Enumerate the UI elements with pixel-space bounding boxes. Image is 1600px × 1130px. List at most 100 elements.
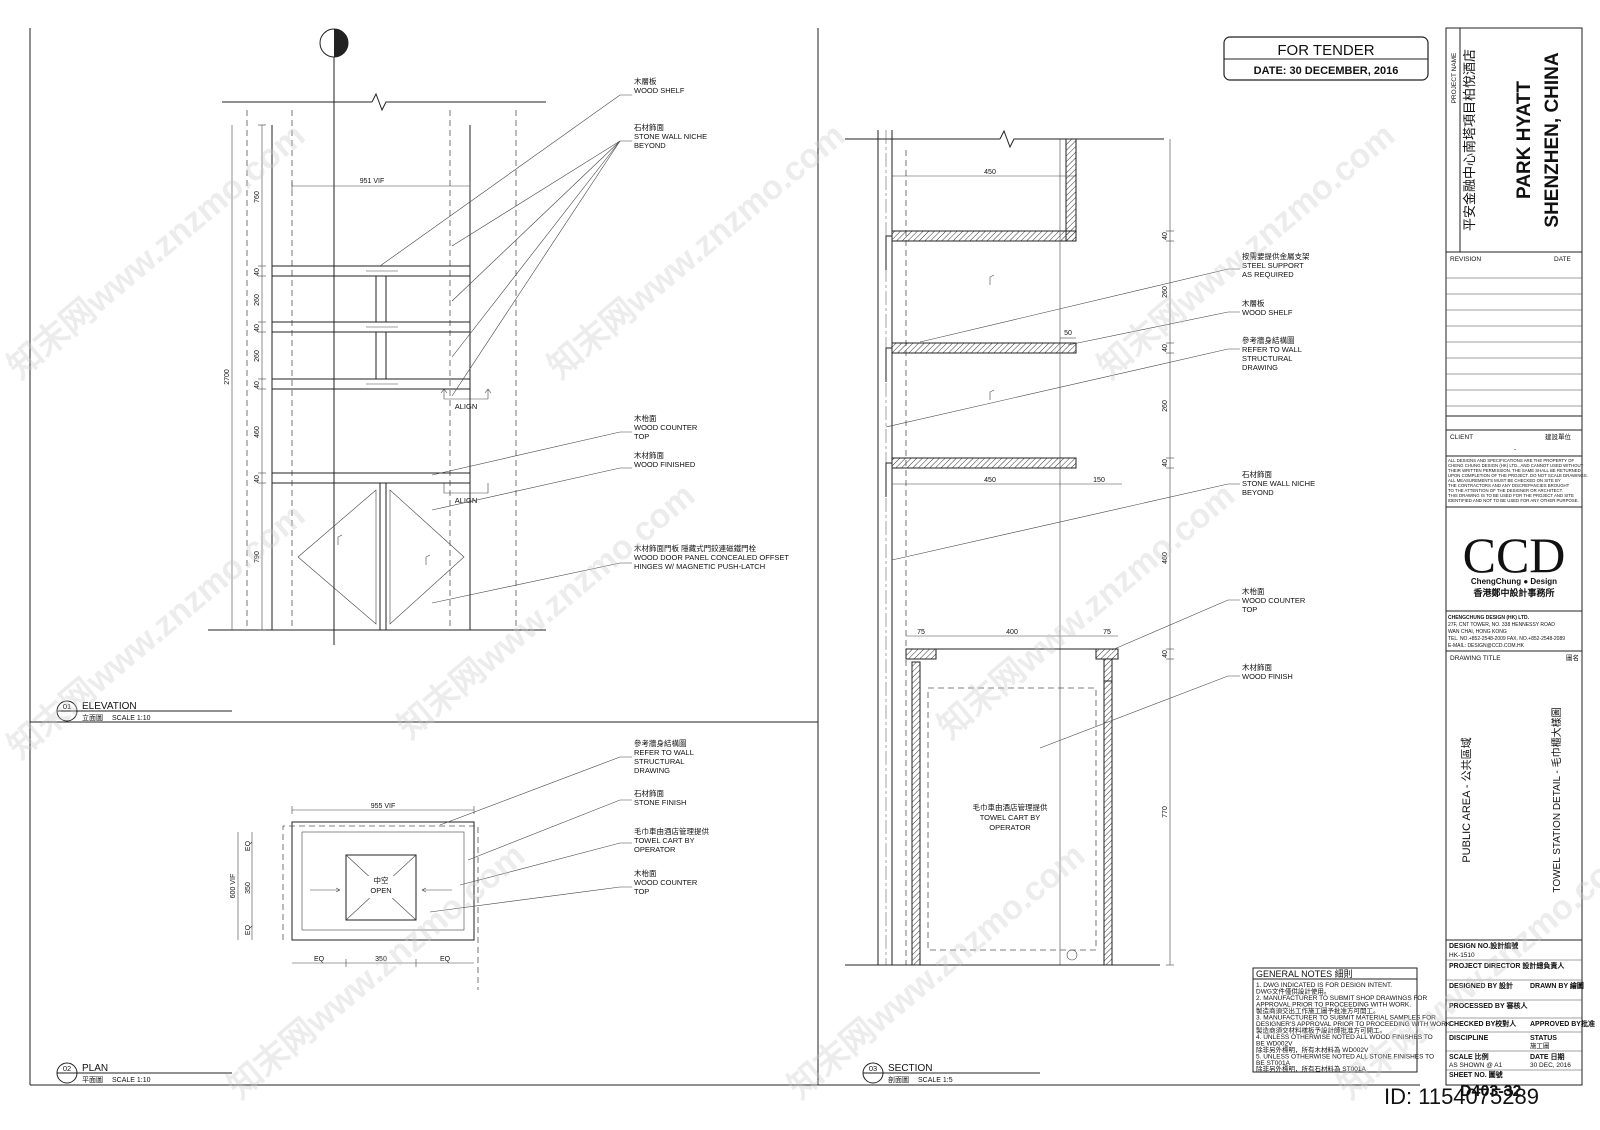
sec-dim-770: 770 <box>1162 806 1169 818</box>
elevation-subtitle: 立面圖 <box>82 713 103 722</box>
status-label: STATUS <box>1530 1035 1557 1042</box>
project-director-label: PROJECT DIRECTOR 設計總負責人 <box>1449 961 1565 970</box>
sec-dim-40d: 40 <box>1162 650 1169 658</box>
plan-subtitle: 平面圖 <box>82 1076 103 1084</box>
scale-value: AS SHOWN @ A1 <box>1449 1062 1503 1069</box>
company-line-2: WAN CHAI, HONG KONG <box>1448 629 1507 635</box>
gn-line-10: 除非另外標明，所有木材料為 WD002V <box>1256 1045 1369 1054</box>
client-zh: 建設單位 <box>1545 432 1572 441</box>
date-value: 30 DEC, 2016 <box>1530 1062 1571 1069</box>
section-marker-fill <box>334 29 348 57</box>
plan-number: 02 <box>63 1064 71 1073</box>
note-s1-en2: AS REQUIRED <box>1242 270 1294 279</box>
sec-dim-150: 150 <box>1093 477 1105 484</box>
note-s3-en2: STRUCTURAL <box>1242 354 1292 363</box>
note-p2-en: STONE FINISH <box>634 798 686 807</box>
gn-line-7: 製造商須交材料樣板予設計師批准方可開工。 <box>1256 1026 1386 1035</box>
disclaimer-0: ALL DESIGNS AND SPECIFICATIONS ARE THE P… <box>1448 458 1574 463</box>
company-line-1: 27F, CNT TOWER, NO. 338 HENNESSY ROAD <box>1448 622 1555 628</box>
note-p2-zh: 石材飾面 <box>634 788 664 798</box>
elevation-title: ELEVATION <box>82 701 137 712</box>
note-s3-zh: 參考牆身結構圖 <box>1242 335 1295 345</box>
leaders-elevation <box>379 94 632 604</box>
note-p3-zh: 毛巾車由酒店管理提供 <box>634 826 709 836</box>
disclaimer-7: THIS DRAWING IS TO BE USED FOR THE PROJE… <box>1448 493 1574 498</box>
note-e3-en2: TOP <box>634 432 649 441</box>
elevation-view: 951 VIF 2700 760 40 260 40 260 40 460 40… <box>56 28 789 722</box>
note-s5-en2: TOP <box>1242 605 1257 614</box>
section-subtitle: 剖面圖 <box>888 1075 909 1084</box>
disclaimer-1: CHENG CHUNG DESIGN (HK) LTD., AND CANNOT… <box>1448 463 1584 468</box>
discipline-label: DISCIPLINE <box>1449 1035 1489 1042</box>
disclaimer: ALL DESIGNS AND SPECIFICATIONS ARE THE P… <box>1448 458 1588 503</box>
gn-line-8: 4. UNLESS OTHERWISE NOTED ALL WOOD FINIS… <box>1256 1034 1433 1041</box>
note-s4-en2: BEYOND <box>1242 488 1274 497</box>
note-p3-en1: TOWEL CART BY <box>634 836 695 845</box>
note-p1-en3: DRAWING <box>634 766 670 775</box>
gn-line-9: BE WD002V <box>1256 1041 1293 1048</box>
section-title: SECTION <box>888 1063 932 1074</box>
note-s1-zh: 按需要提供金屬支架 <box>1242 251 1310 261</box>
section-number: 03 <box>869 1064 877 1073</box>
approved-by-label: APPROVED BY批准 <box>1530 1019 1595 1028</box>
company-logo-zh: 香港鄭中設計事務所 <box>1472 587 1554 598</box>
note-p4-zh: 木枱面 <box>634 868 657 878</box>
sec-dim-260b: 260 <box>1162 400 1169 412</box>
note-s4-en1: STONE WALL NICHE <box>1242 479 1315 488</box>
plan-scale: SCALE 1:10 <box>112 1077 151 1084</box>
note-s6-zh: 木材飾面 <box>1242 662 1272 672</box>
section-vertical-ticks <box>1166 230 1174 966</box>
dim-width: 951 VIF <box>360 178 385 185</box>
gn-line-5: 3. MANUFACTURER TO SUBMIT MATERIAL SAMPL… <box>1256 1015 1436 1022</box>
note-p4-en2: TOP <box>634 887 649 896</box>
note-s1-en1: STEEL SUPPORT <box>1242 261 1304 270</box>
sec-dim-460: 460 <box>1162 552 1169 564</box>
dim-790: 790 <box>254 551 261 563</box>
leaders-plan <box>429 756 632 913</box>
note-p1-en1: REFER TO WALL <box>634 748 694 757</box>
dim-40c: 40 <box>254 381 261 389</box>
note-e1-zh: 木層板 <box>634 76 657 86</box>
sec-dim-50: 50 <box>1064 330 1072 337</box>
section-cart-en1: TOWEL CART BY <box>980 813 1041 822</box>
section-scale: SCALE 1:5 <box>918 1077 953 1084</box>
revision-label: REVISION <box>1450 256 1481 263</box>
disclaimer-6: TO THE ATTENTION OF THE DESIGNER OR ARCH… <box>1448 488 1563 493</box>
date-label: DATE 日期 <box>1530 1052 1564 1061</box>
dim-40b: 40 <box>254 324 261 332</box>
gn-line-11: 5. UNLESS OTHERWISE NOTED ALL STONE FINI… <box>1256 1054 1434 1061</box>
gn-line-3: APPROVAL PRIOR TO PROCEEDING WITH WORK. <box>1256 1002 1411 1009</box>
elevation-number: 01 <box>63 702 71 711</box>
disclaimer-2: THEIR WRITTEN PERMISSION. THE SAME SHALL… <box>1448 468 1581 473</box>
drawing-area: PUBLIC AREA - 公共區域 <box>1460 737 1473 862</box>
plan-dim-350b: 350 <box>375 956 387 963</box>
watermark-4: 知末网www.znzmo.com <box>1 496 312 766</box>
gn-line-2: 2. MANUFACTURER TO SUBMIT SHOP DRAWINGS … <box>1256 995 1427 1002</box>
client-label: CLIENT <box>1450 434 1473 441</box>
dim-460: 460 <box>254 426 261 438</box>
dim-260b: 260 <box>254 350 261 362</box>
gn-line-0: 1. DWG INDICATED IS FOR DESIGN INTENT. <box>1256 982 1392 989</box>
plan-dim-width: 955 VIF <box>371 803 396 810</box>
revision-date-label: DATE <box>1554 256 1572 263</box>
sec-dim-40a: 40 <box>1162 232 1169 240</box>
section-view: 毛巾車由酒店管理提供 TOWEL CART BY OPERATOR 450 50… <box>845 129 1315 1084</box>
note-e4-zh: 木材飾面 <box>634 450 664 460</box>
gn-line-13: 除非另外標明，所有石材料為 ST001A <box>1256 1064 1366 1073</box>
note-e2-en1: STONE WALL NICHE <box>634 132 707 141</box>
note-e5-zh: 木材飾面門板 隱藏式門鉸連磁鐵門栓 <box>634 543 757 553</box>
drawing-name: TOWEL STATION DETAIL - 毛巾櫃大樣圖 <box>1550 707 1563 892</box>
note-p1-en2: STRUCTURAL <box>634 757 684 766</box>
dim-260a: 260 <box>254 294 261 306</box>
design-no: HK-1510 <box>1449 952 1475 959</box>
general-notes-title: GENERAL NOTES 細則 <box>1256 968 1353 979</box>
sec-dim-450b: 450 <box>984 477 996 484</box>
revision-rows <box>1446 277 1582 407</box>
general-notes: GENERAL NOTES 細則 1. DWG INDICATED IS FOR… <box>1252 967 1452 1073</box>
note-e2-en2: BEYOND <box>634 141 666 150</box>
plan-dim-eq3: EQ <box>314 956 325 963</box>
sheet-no-label: SHEET NO. 圖號 <box>1449 1070 1503 1079</box>
gn-line-6: DESIGNER'S APPROVAL PRIOR TO PROCEEDING … <box>1256 1021 1452 1028</box>
plan-dim-eq2: EQ <box>245 924 252 935</box>
